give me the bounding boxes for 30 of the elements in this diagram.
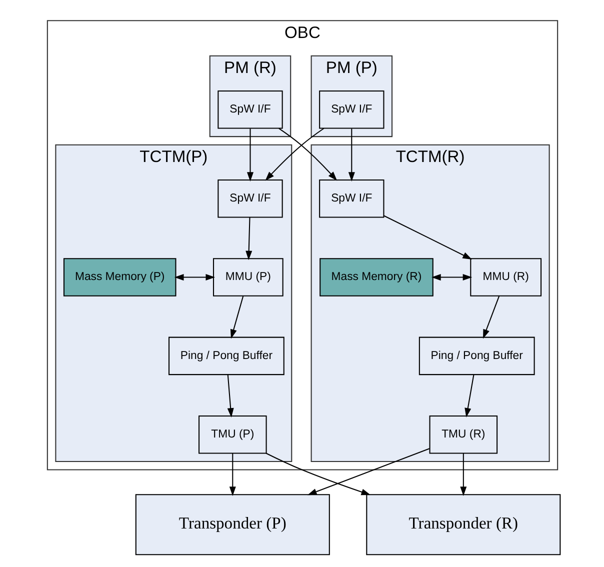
arrow	[383, 215, 472, 260]
arrow	[264, 128, 324, 181]
node-box: Mass Memory (R)	[319, 258, 433, 296]
node-box: SpW I/F	[318, 90, 384, 129]
arrow	[230, 296, 244, 339]
node-box: Mass Memory (P)	[62, 258, 176, 296]
arrow	[460, 453, 466, 496]
arrow	[245, 217, 252, 260]
node-box: TMU (P)	[198, 415, 266, 454]
arrow	[246, 128, 253, 182]
node-box: Ping / Pong Buffer	[168, 336, 284, 376]
node-box: MMU (R)	[470, 258, 542, 296]
node-box: TMU (R)	[428, 415, 498, 454]
node-box: Transponder (R)	[366, 494, 560, 556]
arrow	[464, 374, 474, 418]
arrow	[265, 452, 370, 496]
node-box: SpW I/F	[318, 180, 384, 218]
node-box: Ping / Pong Buffer	[418, 336, 534, 376]
node-box: SpW I/F	[217, 180, 282, 218]
arrow	[226, 374, 234, 418]
arrow	[306, 448, 430, 496]
arrow	[278, 128, 337, 181]
node-box: SpW I/F	[217, 90, 282, 129]
arrow	[174, 274, 215, 281]
arrow	[228, 453, 236, 496]
node-box: Transponder (P)	[134, 494, 330, 556]
arrow	[482, 296, 500, 339]
arrow	[348, 128, 354, 182]
node-box: MMU (P)	[212, 258, 283, 296]
arrow	[431, 274, 472, 281]
